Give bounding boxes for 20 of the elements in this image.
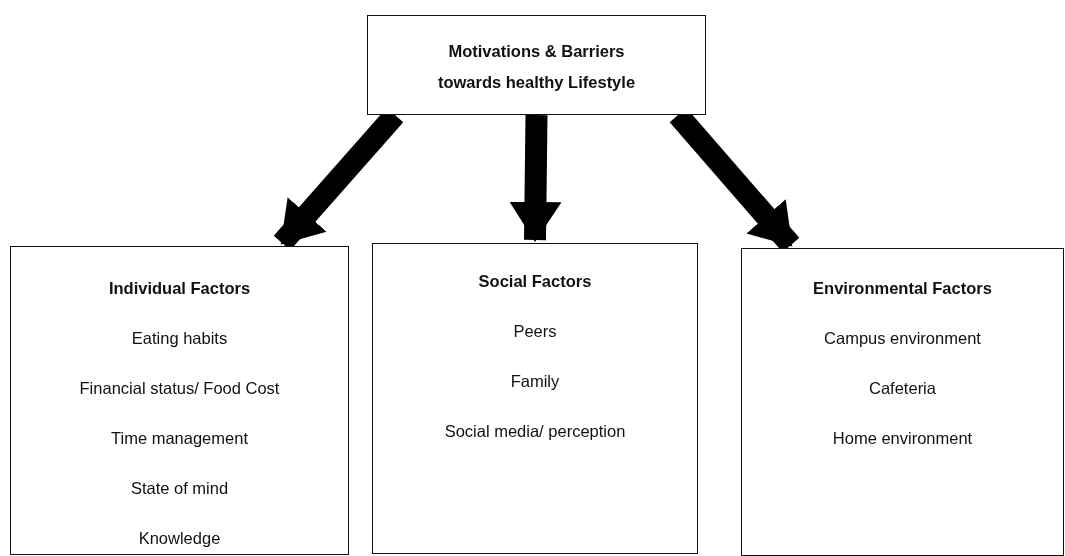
category-heading: Environmental Factors: [812, 279, 993, 298]
factor-text: Knowledge: [137, 529, 222, 548]
factor-text: Time management: [110, 429, 249, 448]
factor-text: Cafeteria: [868, 379, 937, 398]
factor-text: Home environment: [831, 429, 974, 448]
title-box: [367, 15, 706, 115]
factor-text: Peers: [512, 322, 558, 341]
category-box: [372, 243, 698, 554]
category-box: [741, 248, 1064, 556]
factor-text: Campus environment: [823, 329, 982, 348]
factor-text: Financial status/ Food Cost: [78, 379, 281, 398]
category-box: [10, 246, 349, 555]
factor-text: Social media/ perception: [443, 422, 627, 441]
factor-text: Eating habits: [130, 329, 229, 348]
block-arrow: [509, 114, 562, 242]
category-heading: Individual Factors: [107, 279, 252, 298]
category-heading: Social Factors: [477, 272, 593, 291]
title-text: Motivations & Barriers towards healthy Lifestyle: [436, 41, 637, 93]
factor-text: State of mind: [129, 479, 230, 498]
factor-text: Family: [509, 372, 561, 391]
